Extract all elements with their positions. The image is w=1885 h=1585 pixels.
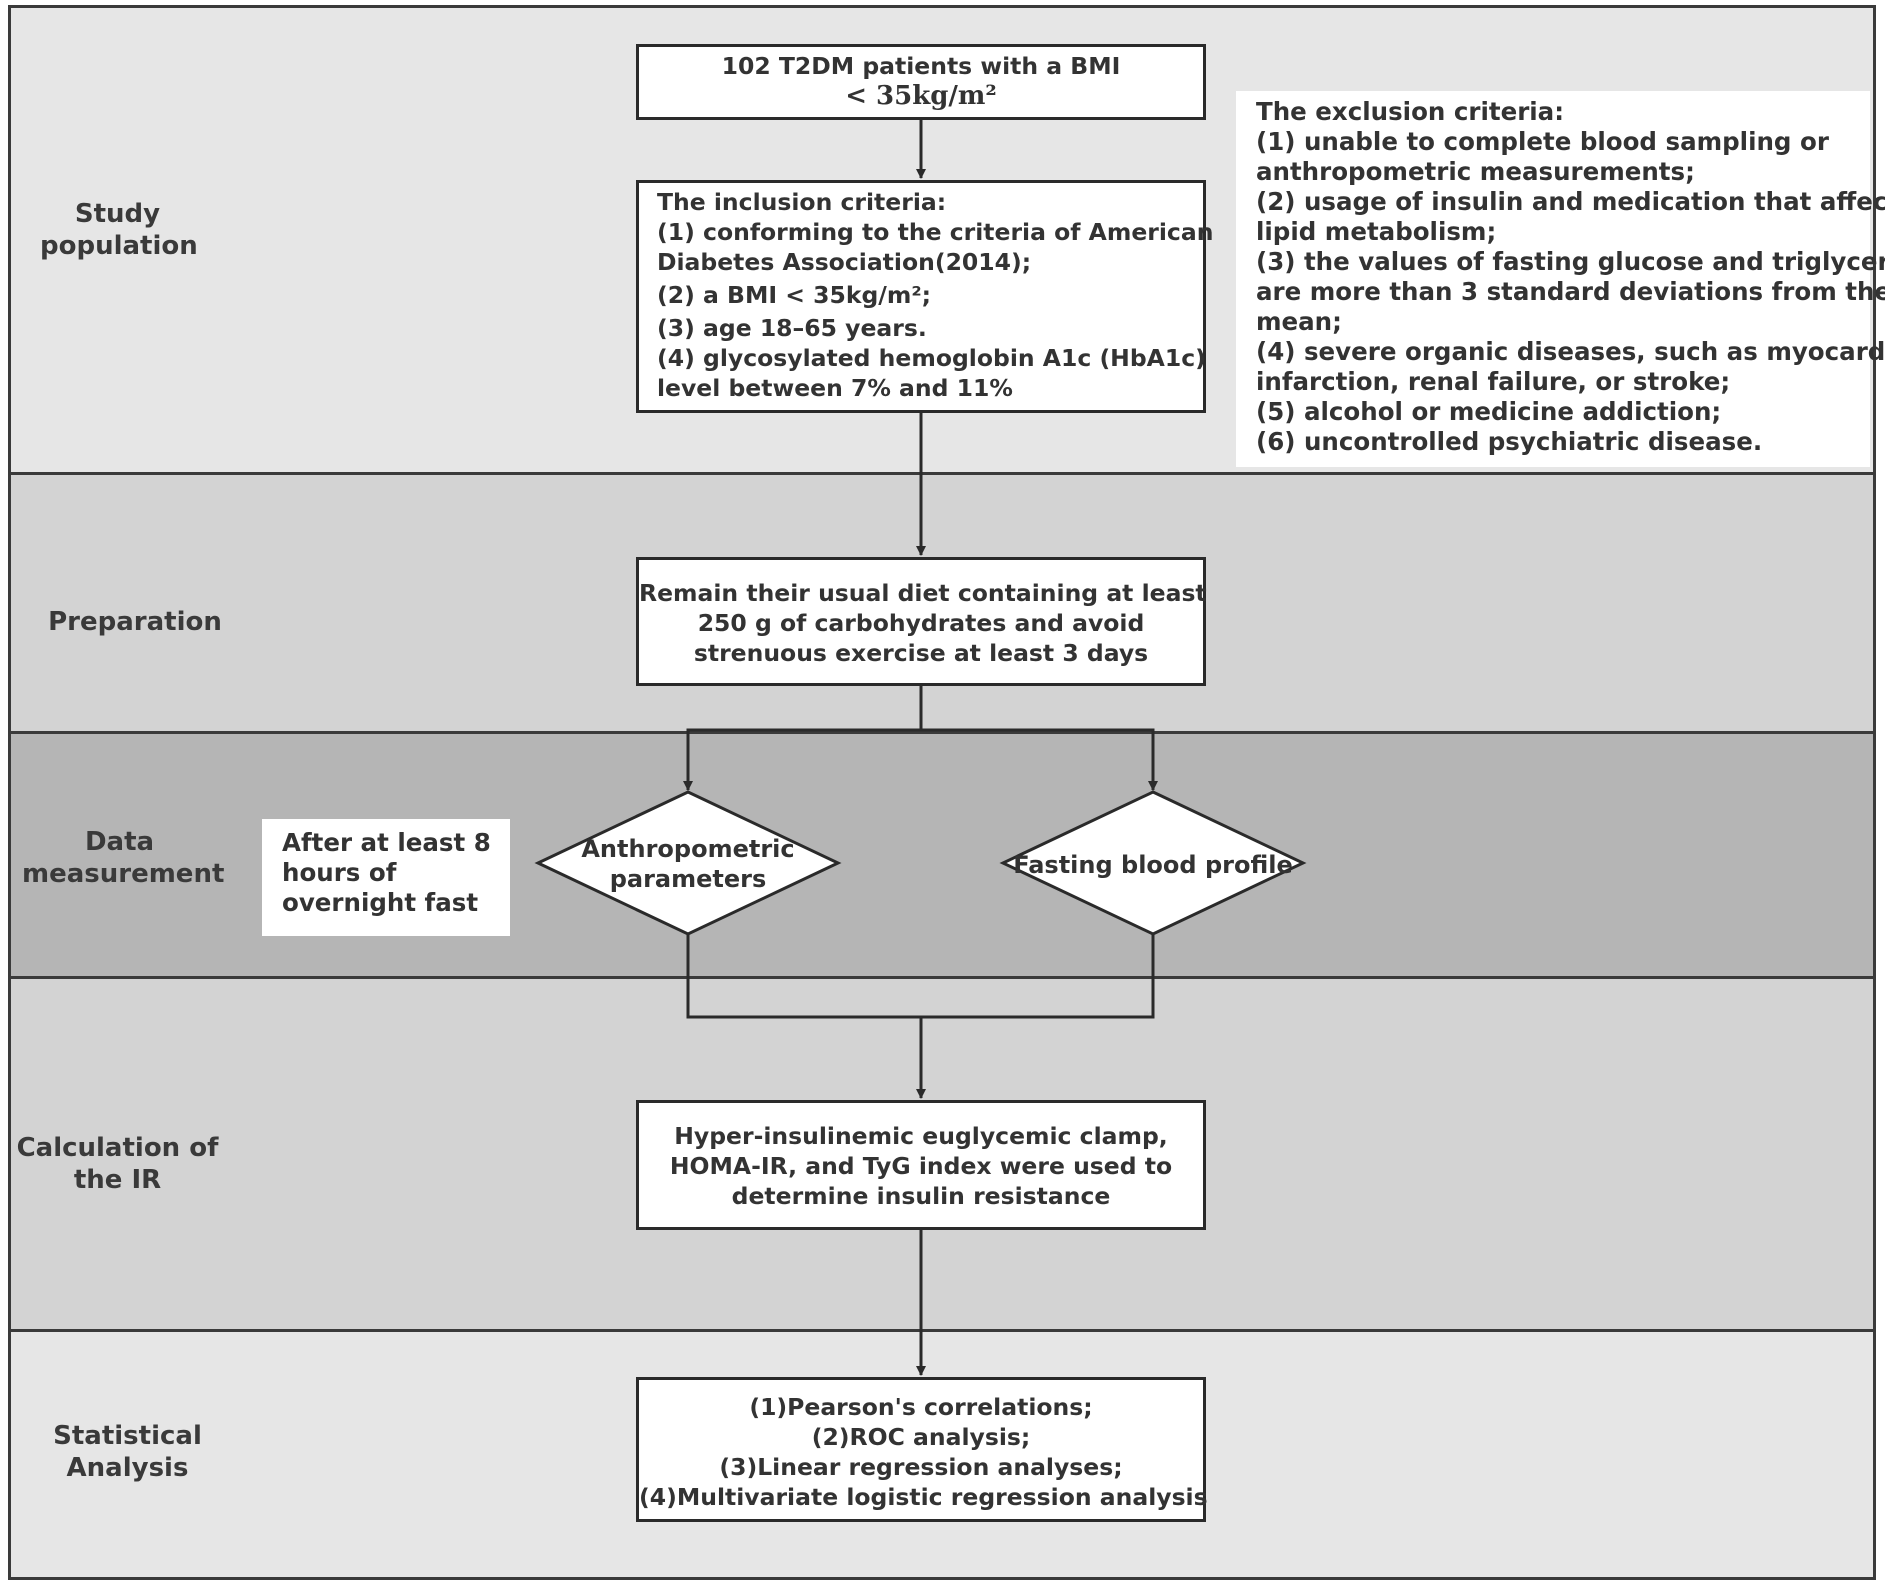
section-label-data-measurement: Data measurement: [22, 827, 225, 889]
fast-note-line: overnight fast: [282, 888, 479, 917]
inclusion-title: The inclusion criteria:: [657, 188, 947, 216]
exclusion-line: (5) alcohol or medicine addiction;: [1256, 397, 1722, 426]
inclusion-line: (4) glycosylated hemoglobin A1c (HbA1c): [657, 344, 1206, 372]
preparation-line: strenuous exercise at least 3 days: [693, 639, 1149, 667]
exclusion-line: are more than 3 standard deviations from…: [1256, 277, 1885, 306]
fast-note-line: After at least 8: [282, 828, 491, 857]
exclusion-line: mean;: [1256, 307, 1342, 336]
preparation-line: Remain their usual diet containing at le…: [639, 579, 1207, 607]
exclusion-line: (1) unable to complete blood sampling or: [1256, 127, 1829, 156]
statistical-analysis-box: (1)Pearson's correlations; (2)ROC analys…: [636, 1377, 1208, 1522]
exclusion-criteria-box: The exclusion criteria: (1) unable to co…: [1236, 91, 1885, 467]
preparation-box: Remain their usual diet containing at le…: [636, 557, 1207, 686]
exclusion-line: infarction, renal failure, or stroke;: [1256, 367, 1731, 396]
split-line: [683, 684, 923, 791]
ir-line: Hyper-insulinemic euglycemic clamp,: [674, 1122, 1168, 1150]
split-line-right: [921, 728, 1158, 791]
inclusion-line: level between 7% and 11%: [657, 374, 1013, 402]
patients-box: 102 T2DM patients with a BMI < 35kg/m²: [636, 44, 1206, 120]
inclusion-line: (3) age 18–65 years.: [657, 314, 927, 342]
inclusion-line: (1) conforming to the criteria of Americ…: [657, 218, 1214, 246]
ir-line: determine insulin resistance: [731, 1182, 1111, 1210]
exclusion-line: (2) usage of insulin and medication that…: [1256, 187, 1885, 216]
exclusion-line: (4) severe organic diseases, such as myo…: [1256, 337, 1885, 366]
anthropometric-label: Anthropometric parameters: [568, 834, 808, 894]
preparation-line: 250 g of carbohydrates and avoid: [697, 609, 1145, 637]
section-label-calculation: Calculation of the IR: [16, 1133, 219, 1195]
anthropometric-line: Anthropometric: [581, 835, 795, 863]
exclusion-line: (6) uncontrolled psychiatric disease.: [1256, 427, 1763, 456]
ir-calculation-box: Hyper-insulinemic euglycemic clamp, HOMA…: [636, 1100, 1206, 1230]
fast-note-line: hours of: [282, 858, 397, 887]
stats-line: (3)Linear regression analyses;: [719, 1453, 1123, 1481]
stats-line: (4)Multivariate logistic regression anal…: [639, 1483, 1208, 1511]
section-label-statistical: Statistical Analysis: [53, 1421, 202, 1483]
fasting-blood-label: Fasting blood profile: [1013, 851, 1293, 879]
merge-line: [686, 935, 1155, 1019]
patients-line-2: < 35kg/m²: [845, 81, 997, 111]
overnight-fast-note: After at least 8 hours of overnight fast: [262, 819, 510, 936]
diamond-fasting-blood: [999, 790, 1307, 936]
diamond-anthropometric: [534, 790, 842, 936]
exclusion-line: (3) the values of fasting glucose and tr…: [1256, 247, 1885, 276]
inclusion-line: Diabetes Association(2014);: [657, 248, 1032, 276]
exclusion-line: lipid metabolism;: [1256, 217, 1497, 246]
inclusion-line: (2) a BMI < 35kg/m²;: [657, 281, 932, 309]
section-label-preparation: Preparation: [48, 607, 222, 637]
inclusion-criteria-box: The inclusion criteria: (1) conforming t…: [636, 180, 1214, 413]
exclusion-title: The exclusion criteria:: [1256, 97, 1565, 126]
stats-line: (1)Pearson's correlations;: [749, 1393, 1093, 1421]
ir-line: HOMA-IR, and TyG index were used to: [669, 1152, 1173, 1180]
section-label-study-population: Study population: [40, 199, 198, 261]
stats-line: (2)ROC analysis;: [811, 1423, 1031, 1451]
exclusion-line: anthropometric measurements;: [1256, 157, 1695, 186]
anthropometric-line: parameters: [609, 865, 767, 893]
patients-line-1: 102 T2DM patients with a BMI: [721, 52, 1121, 80]
